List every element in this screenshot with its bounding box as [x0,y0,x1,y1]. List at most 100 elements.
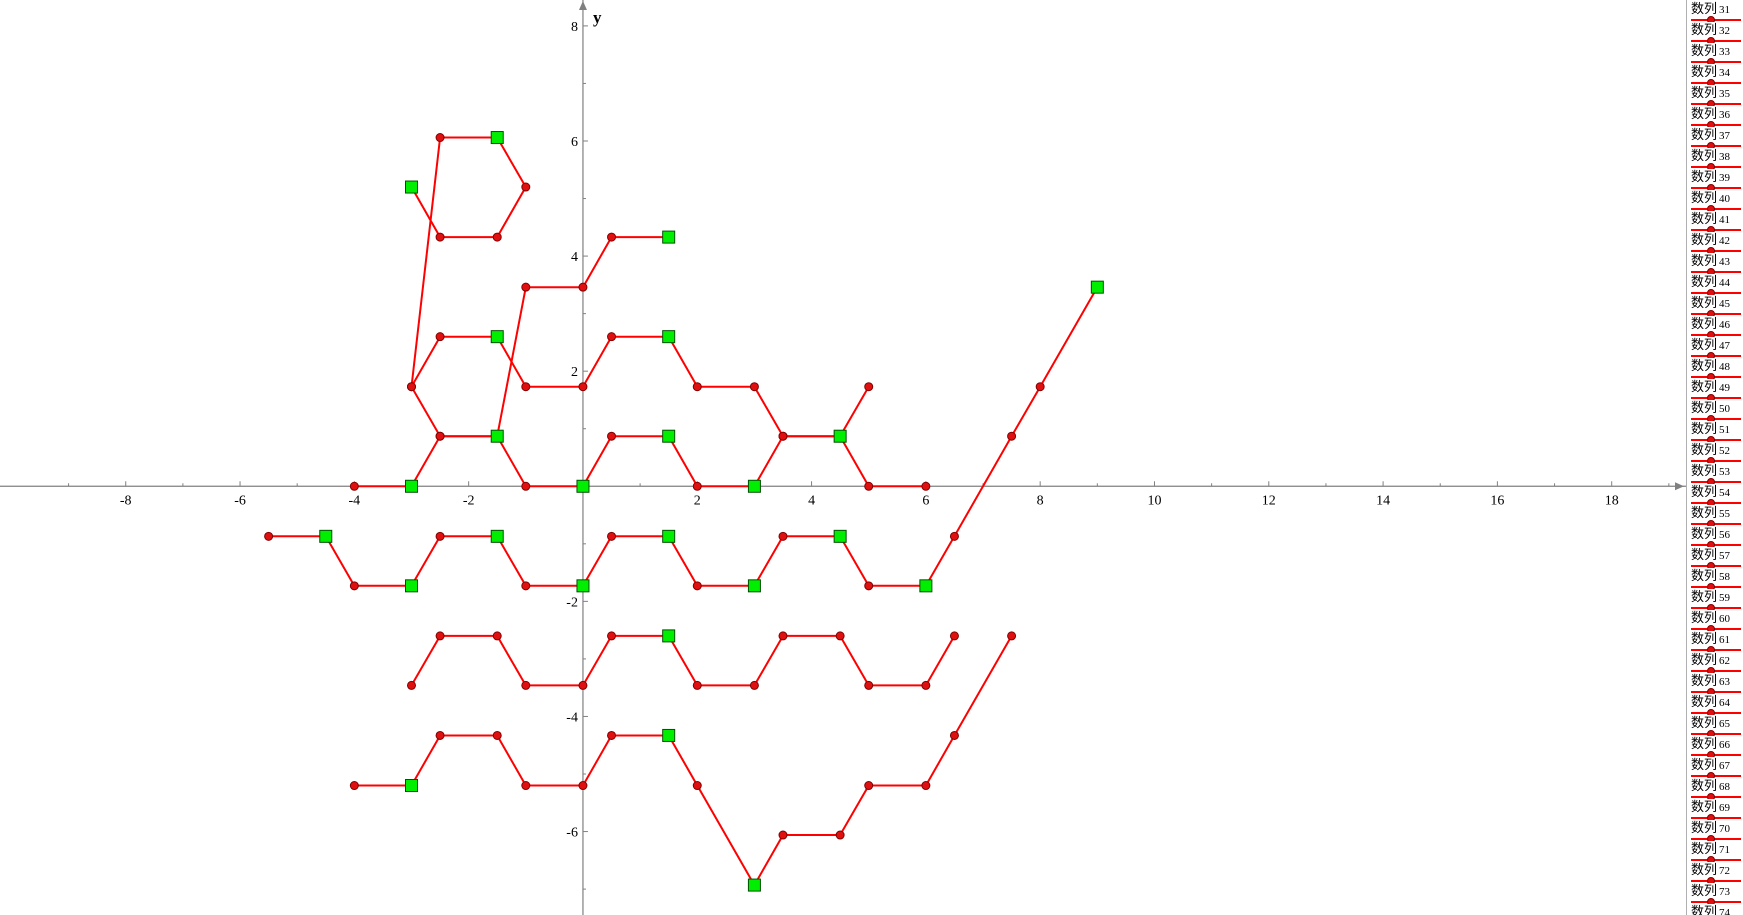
legend-label-number: 73 [1719,886,1731,898]
x-tick-label: -4 [349,493,361,508]
legend-label-number: 32 [1719,25,1731,37]
legend-swatch [1691,352,1741,358]
data-point [435,431,445,441]
legend-label-text: 数列 [1691,464,1718,479]
legend-swatch-dot [1707,709,1715,715]
legend-label-number: 35 [1719,88,1731,100]
legend-label-number: 53 [1719,466,1731,478]
legend-label-number: 41 [1719,214,1731,226]
legend-label-text: 数列 [1691,905,1718,915]
legend-swatch-dot [1707,478,1715,484]
square-marker [747,579,761,593]
legend-label-number: 64 [1719,697,1731,709]
square-marker [490,429,504,443]
data-point [521,680,531,690]
legend-label-number: 42 [1719,235,1731,247]
legend-swatch [1691,100,1741,106]
legend-label-text: 数列 [1691,737,1718,752]
square-marker [662,330,676,344]
series-line [410,335,870,438]
legend-swatch [1691,394,1741,400]
legend-swatch-dot [1707,205,1715,211]
square-marker [490,529,504,543]
legend-swatch [1691,520,1741,526]
legend-label-text: 数列 [1691,611,1718,626]
data-point [1035,382,1045,392]
data-point [521,382,531,392]
legend-swatch [1691,457,1741,463]
x-tick-label: 12 [1262,493,1276,508]
legend-swatch-dot [1707,331,1715,337]
legend-swatch [1691,142,1741,148]
legend-label-text: 数列 [1691,884,1718,899]
legend-swatch [1691,730,1741,736]
data-point [692,382,702,392]
data-point [1007,431,1017,441]
legend-label-text: 数列 [1691,296,1718,311]
data-point [864,481,874,491]
y-tick-label: -2 [566,595,578,610]
series-points [264,131,1104,892]
legend-swatch [1691,625,1741,631]
legend-swatch [1691,898,1741,904]
legend-swatch [1691,163,1741,169]
data-point [778,431,788,441]
legend-label-number: 74 [1719,907,1731,915]
legend-label-text: 数列 [1691,2,1718,17]
legend-swatch [1691,247,1741,253]
